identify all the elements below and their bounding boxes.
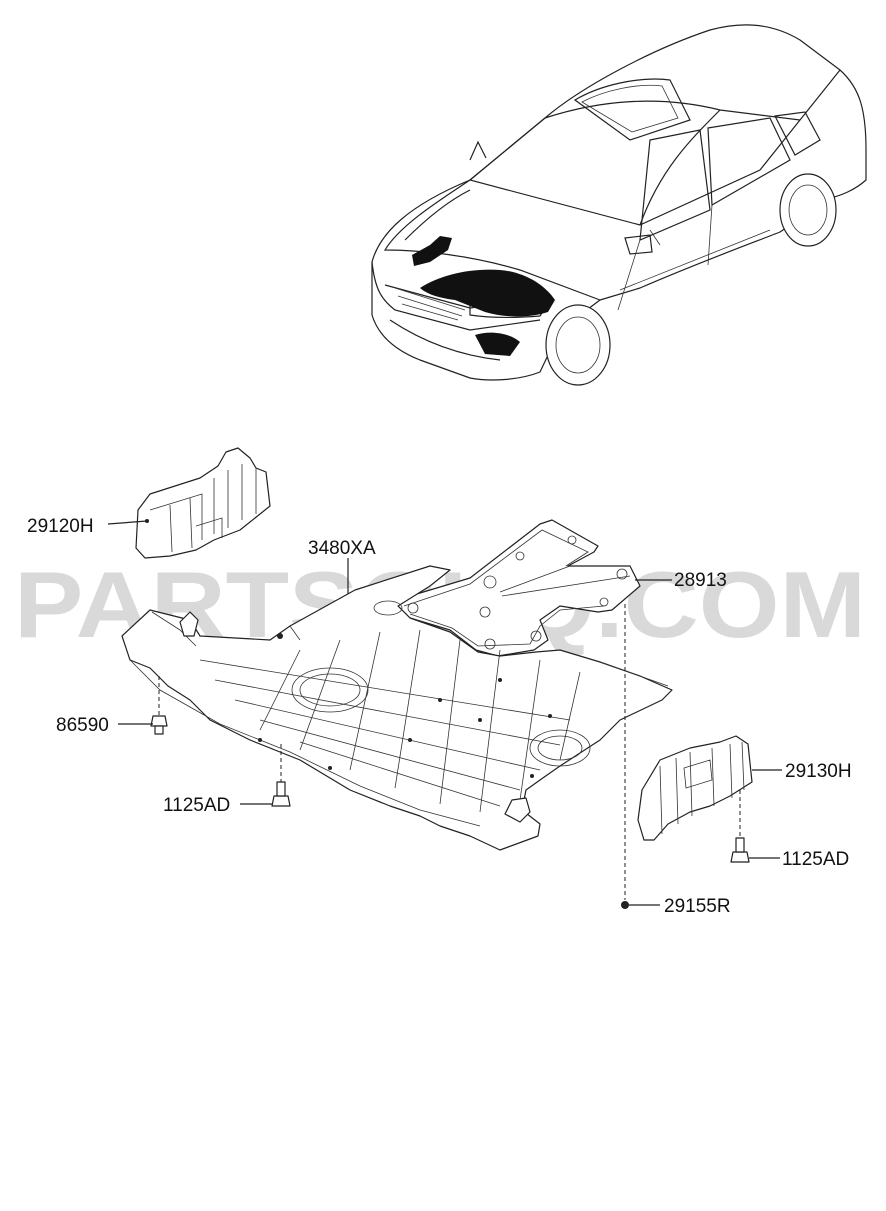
bolt-1125AD-left <box>271 781 291 807</box>
part-29130H-cover <box>637 735 753 841</box>
clip-29155R <box>621 901 629 909</box>
label-3480XA: 3480XA <box>308 538 376 559</box>
bolt-86590 <box>150 715 168 735</box>
car-illustration <box>371 24 867 386</box>
label-29155R: 29155R <box>664 896 731 917</box>
label-86590: 86590 <box>56 715 109 736</box>
label-29130H: 29130H <box>785 761 852 782</box>
label-28913: 28913 <box>674 570 727 591</box>
leader-lines <box>107 520 782 906</box>
part-28913-cover <box>395 519 641 657</box>
label-29120H: 29120H <box>27 516 94 537</box>
part-29120H-cover <box>135 447 271 559</box>
bolt-1125AD-right <box>730 837 750 863</box>
label-1125AD-right: 1125AD <box>782 849 849 870</box>
label-1125AD-left: 1125AD <box>163 795 230 816</box>
part-3480XA-undercover <box>121 565 673 851</box>
guide-lines <box>158 604 741 900</box>
